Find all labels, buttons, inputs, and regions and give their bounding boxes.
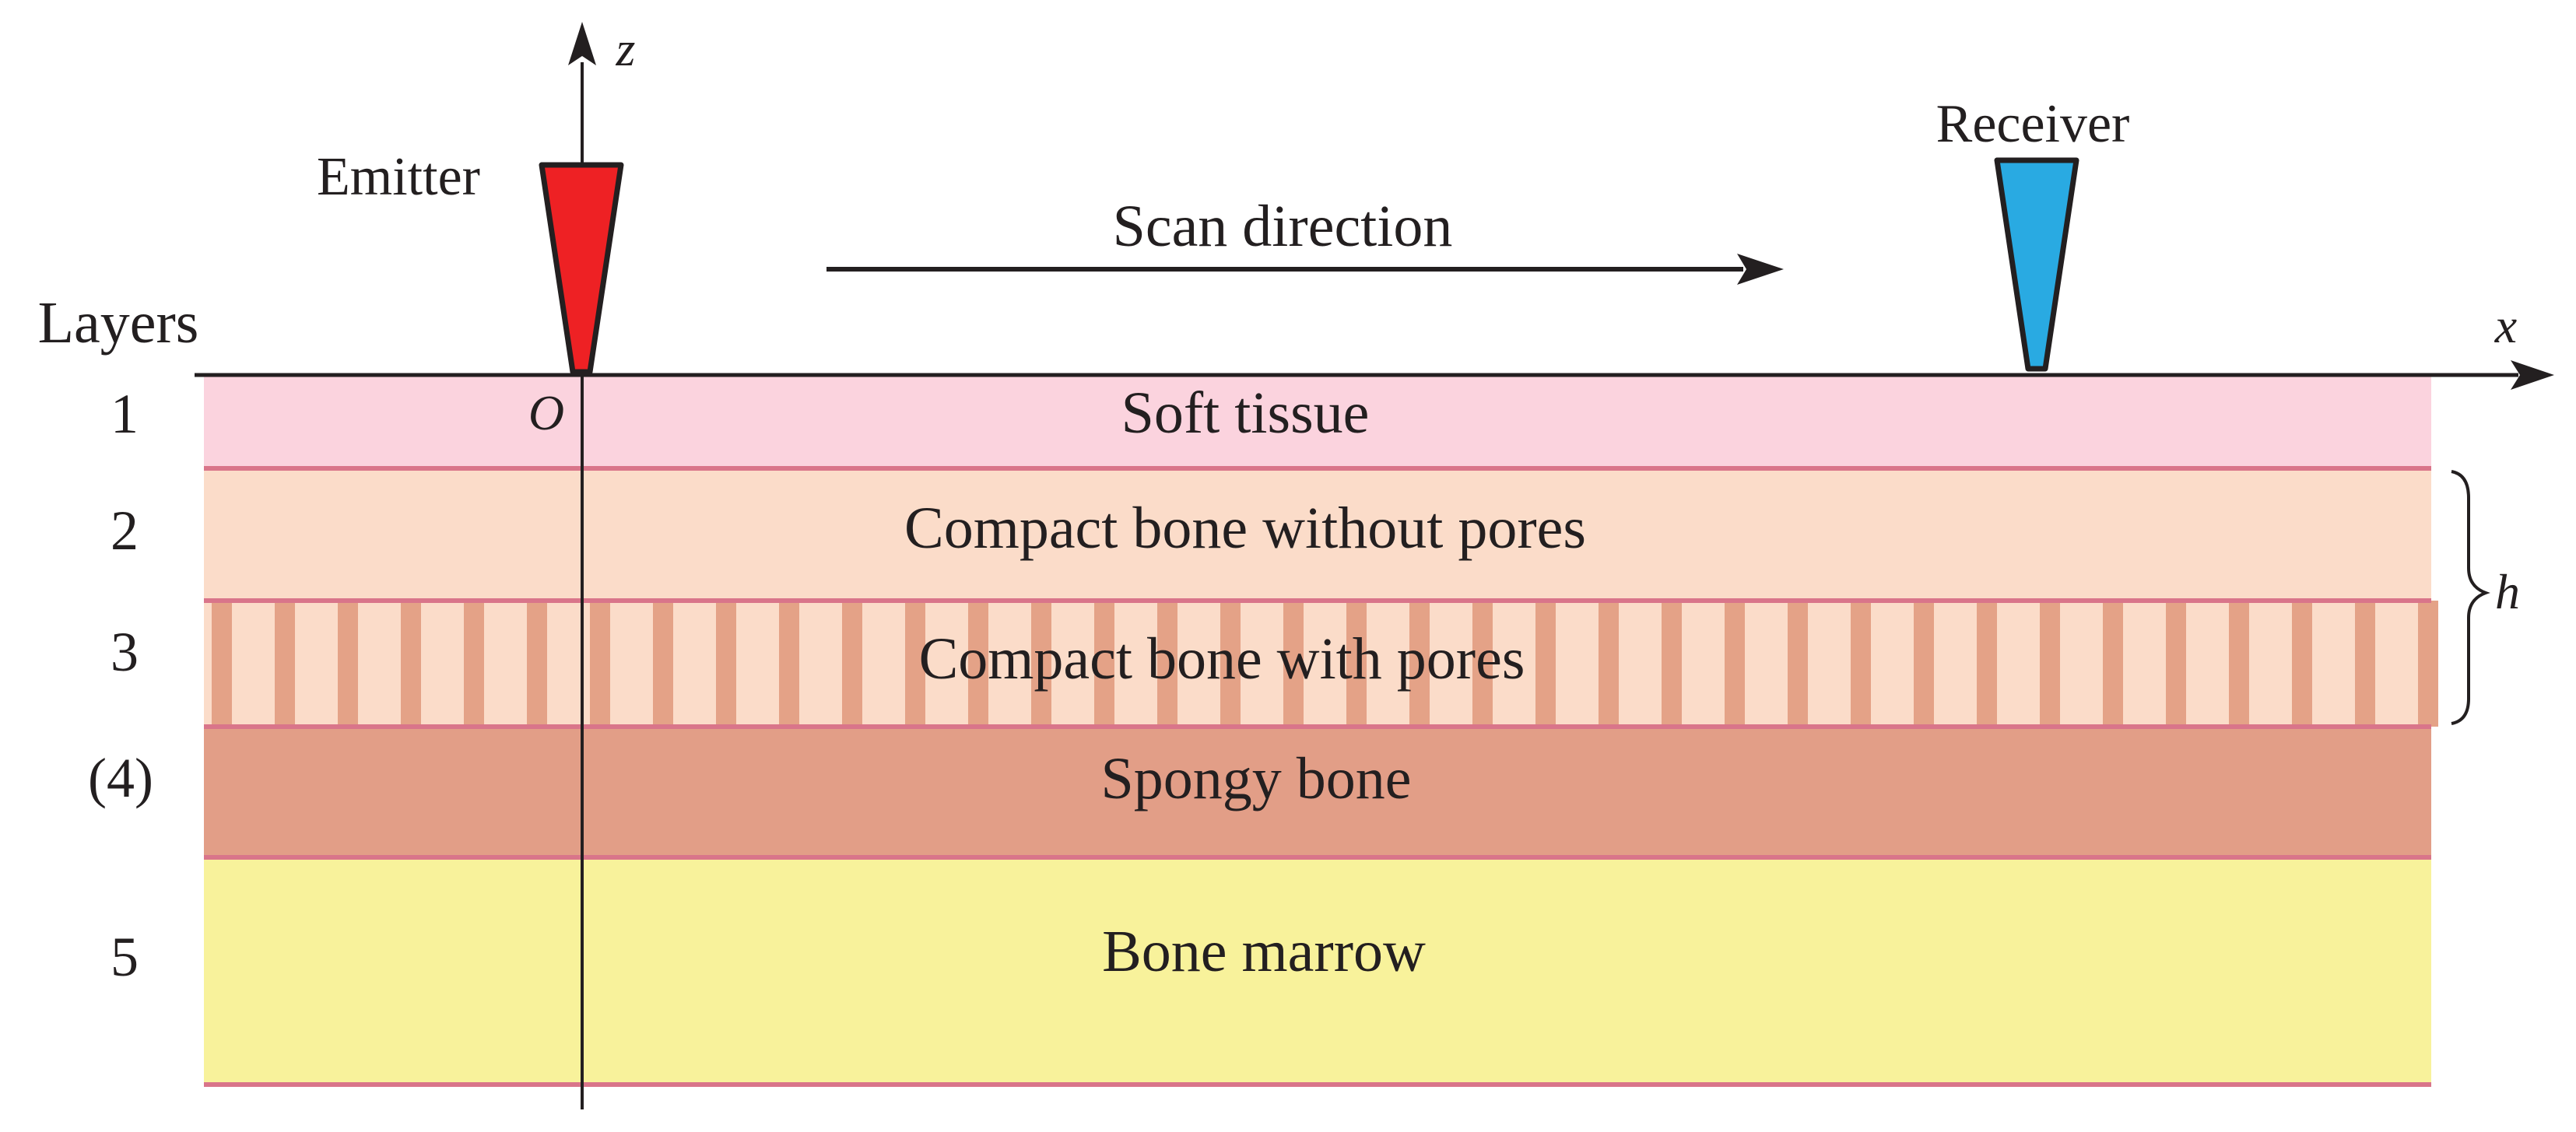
pore-stripe <box>2040 601 2060 727</box>
emitter-transducer-icon <box>539 162 624 375</box>
pore-stripe <box>1914 601 1934 727</box>
pore-stripe <box>1157 601 1177 727</box>
pore-stripe <box>590 601 610 727</box>
x-axis-arrowhead <box>2511 360 2554 390</box>
pore-stripe <box>1725 601 1745 727</box>
pore-stripe <box>2103 601 2123 727</box>
layer-number-1: 1 <box>111 383 139 445</box>
layer-number-3: 3 <box>111 621 139 683</box>
layer-name-5: Bone marrow <box>1102 919 1426 984</box>
spongy-bone-layer <box>204 727 2431 857</box>
pore-stripe <box>2355 601 2375 727</box>
pore-stripe <box>1788 601 1808 727</box>
receiver-label: Receiver <box>1936 94 2130 154</box>
pore-stripe <box>2292 601 2312 727</box>
layers-heading: Layers <box>38 290 199 356</box>
bone-marrow-layer <box>204 857 2431 1085</box>
pores-pattern <box>212 601 2438 727</box>
pore-stripe <box>1031 601 1051 727</box>
pore-stripe <box>1220 601 1241 727</box>
thickness-label: h <box>2495 564 2520 619</box>
compact-bone-without-pores-layer <box>204 468 2431 601</box>
pore-stripe <box>212 601 232 727</box>
layer-name-2: Compact bone without pores <box>904 496 1586 561</box>
pore-stripe <box>2229 601 2249 727</box>
pore-stripe <box>464 601 484 727</box>
thickness-brace <box>2451 470 2490 725</box>
pore-stripe <box>905 601 925 727</box>
z-axis-arrowhead <box>568 22 596 65</box>
pore-stripe <box>338 601 358 727</box>
soft-tissue-layer <box>204 375 2431 468</box>
pore-stripe <box>653 601 673 727</box>
pore-stripe <box>716 601 736 727</box>
pore-stripe <box>2166 601 2186 727</box>
layer-name-3: Compact bone with pores <box>919 626 1525 692</box>
pore-stripe <box>1535 601 1556 727</box>
x-axis-label: x <box>2494 298 2517 353</box>
scan-direction-arrowhead <box>1737 254 1784 285</box>
pore-stripe <box>1599 601 1619 727</box>
emitter-label: Emitter <box>317 147 480 207</box>
pore-stripe <box>1662 601 1682 727</box>
layer-boundaries <box>204 466 2431 1087</box>
pore-stripe <box>1346 601 1367 727</box>
layer-number-4: (4) <box>88 747 153 809</box>
pore-stripe <box>2418 601 2438 727</box>
pore-stripe <box>275 601 295 727</box>
pore-stripe <box>842 601 862 727</box>
pore-stripe <box>968 601 988 727</box>
layer-number-2: 2 <box>111 499 139 562</box>
layer-name-4: Spongy bone <box>1101 746 1412 811</box>
receiver-transducer-icon <box>1994 157 2079 372</box>
pore-stripe <box>527 601 547 727</box>
pore-stripe <box>1977 601 1997 727</box>
pore-stripe <box>1283 601 1304 727</box>
z-axis-label: z <box>616 21 636 76</box>
pore-stripe <box>1094 601 1114 727</box>
pore-stripe <box>1851 601 1871 727</box>
layer-number-5: 5 <box>111 926 139 988</box>
origin-label: O <box>528 385 564 440</box>
layer-name-1: Soft tissue <box>1121 380 1370 446</box>
pore-stripe <box>1472 601 1493 727</box>
pore-stripe <box>1409 601 1430 727</box>
pore-stripe <box>779 601 799 727</box>
scan-direction-label: Scan direction <box>1113 194 1453 259</box>
pore-stripe <box>401 601 421 727</box>
